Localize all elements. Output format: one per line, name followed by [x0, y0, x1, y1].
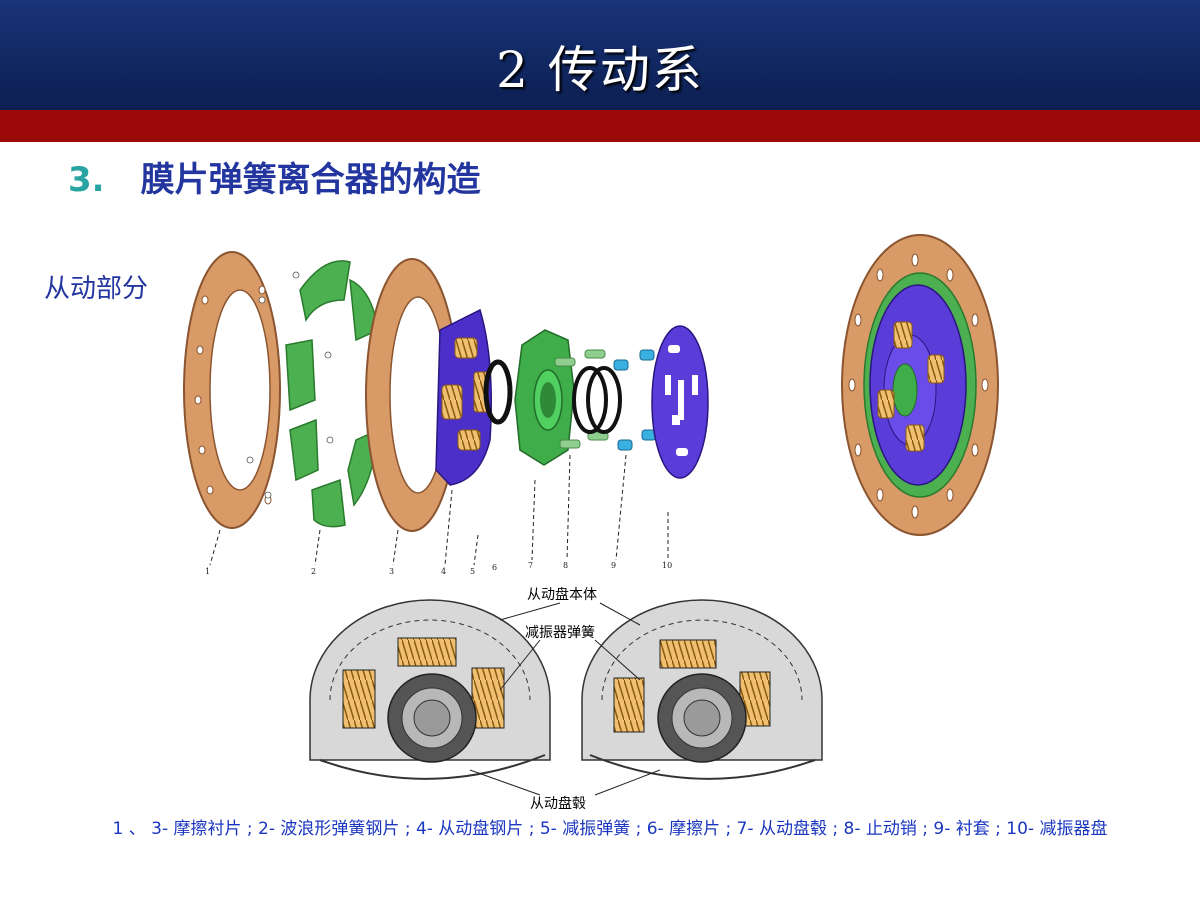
parts-caption: 1 、 3- 摩擦衬片 ; 2- 波浪形弹簧钢片 ; 4- 从动盘钢片 ; 5-…	[112, 819, 1108, 839]
friction-lining-1	[183, 251, 281, 529]
leader-lines	[209, 454, 669, 566]
friction-ring-6	[483, 359, 513, 425]
section-number: 3.	[68, 160, 105, 200]
friction-lining-3	[365, 258, 459, 532]
label-driven-hub: 从动盘毂	[530, 796, 586, 812]
bushing-9	[613, 349, 657, 451]
part-number-6: 6	[492, 563, 498, 572]
section-heading: 3. 膜片弹簧离合器的构造	[68, 152, 481, 201]
part-number-4: 4	[441, 567, 447, 576]
part-number-8: 8	[563, 561, 569, 570]
part-number-1: 1	[205, 567, 211, 576]
diagram-pointers	[469, 602, 661, 796]
page-title: 2 传动系	[496, 41, 704, 99]
assembled-clutch-disc	[841, 234, 999, 536]
label-driven-disc-body: 从动盘本体	[527, 587, 597, 603]
part-number-5: 5	[470, 567, 476, 576]
wave-spring-plate-2	[246, 260, 379, 528]
part-number-10: 10	[662, 561, 673, 570]
damper-diagram-right	[581, 599, 823, 780]
friction-ring-pair	[572, 366, 622, 434]
part-number-7: 7	[528, 561, 534, 570]
stop-pin-8	[554, 349, 609, 449]
part-number-2: 2	[311, 567, 317, 576]
header-stripe	[0, 110, 1200, 142]
section-title: 膜片弹簧离合器的构造	[140, 160, 481, 200]
label-damper-spring: 减振器弹簧	[525, 625, 595, 641]
driven-steel-plate-4	[435, 308, 492, 486]
header-bar	[0, 0, 1200, 110]
part-number-3: 3	[389, 567, 395, 576]
part-number-9: 9	[611, 561, 617, 570]
driven-part-label: 从动部分	[44, 274, 149, 304]
damper-diagram-left	[309, 599, 551, 780]
damper-disc-10	[651, 325, 709, 479]
